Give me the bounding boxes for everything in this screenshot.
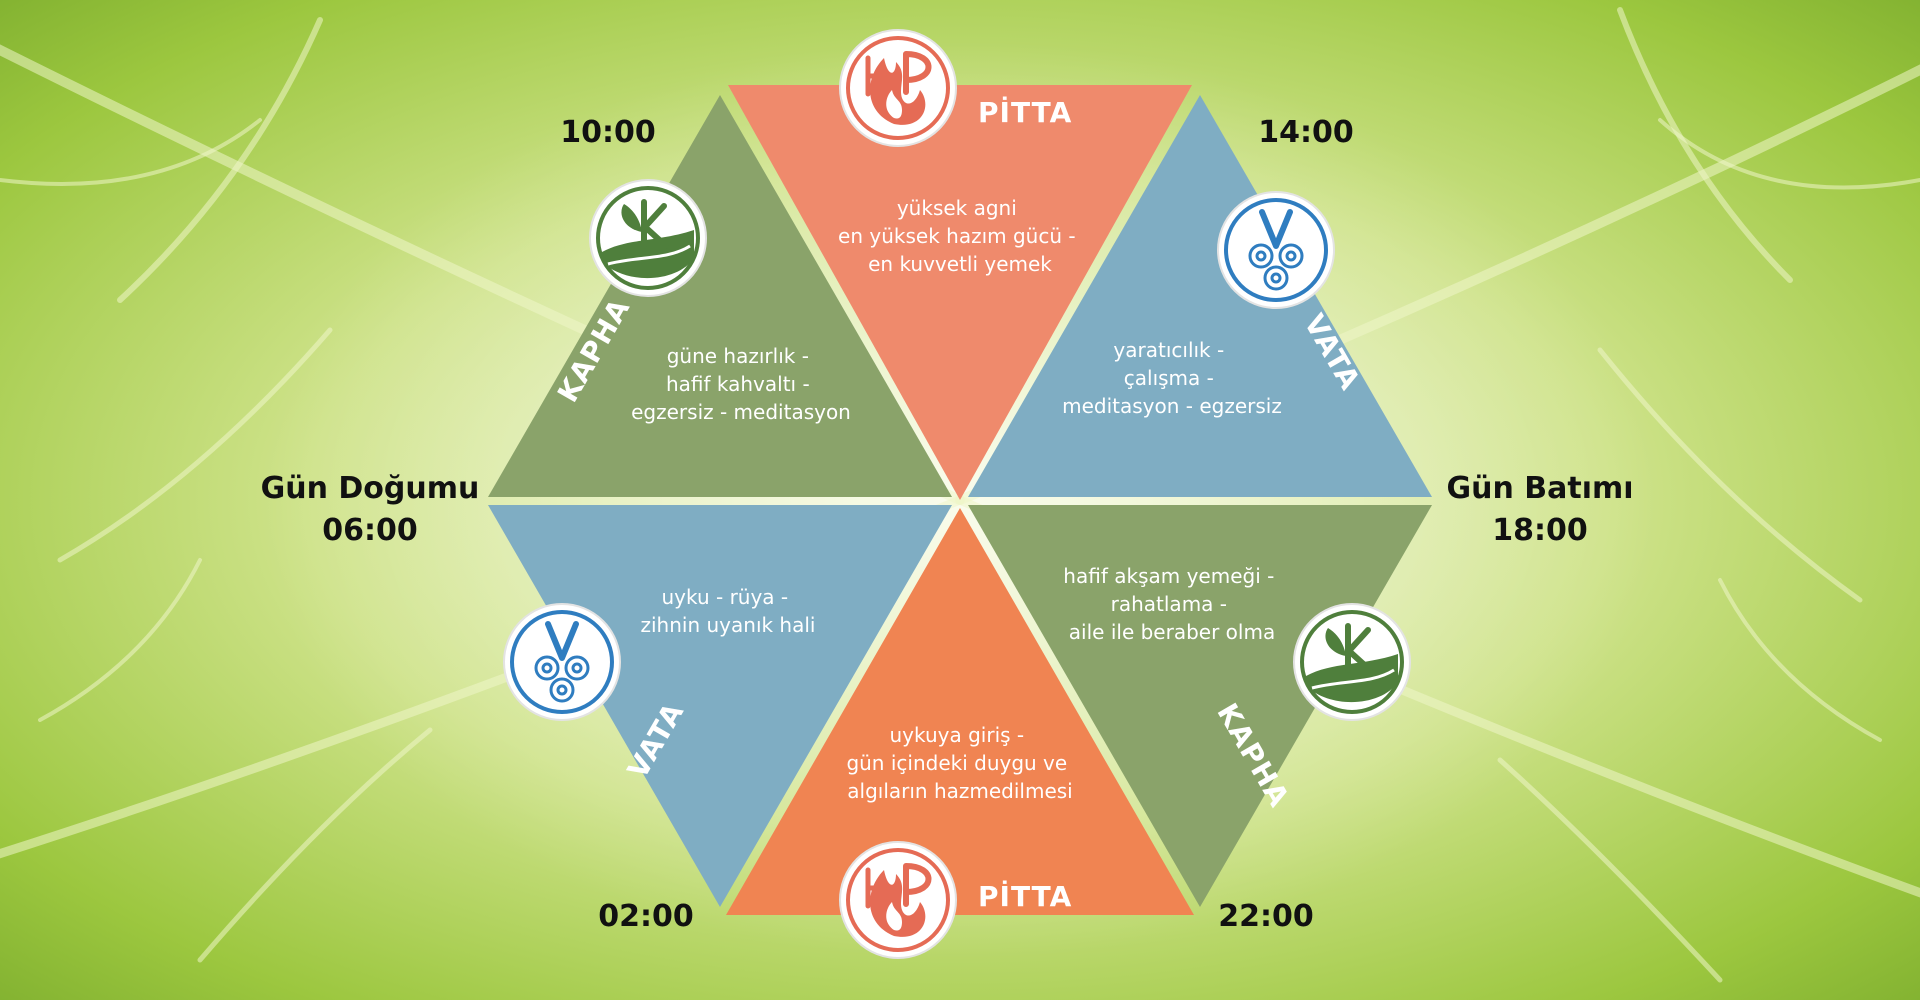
sunrise-label: Gün Doğumu [261, 471, 480, 506]
kapha-lower-right-description: hafif akşam yemeği - rahatlama - aile il… [1063, 564, 1280, 644]
pitta-bottom-description: uykuya giriş - gün içindeki duygu ve alg… [846, 723, 1073, 803]
segment-descriptions: yüksek agni en yüksek hazım gücü - en ku… [631, 196, 1282, 803]
segment-kapha-upper-left [488, 95, 952, 497]
sunset-label: Gün Batımı [1446, 471, 1633, 506]
vata-upper-right-description: yaratıcılık - çalışma - meditasyon - egz… [1062, 338, 1282, 418]
time-label-1000: 10:00 [560, 115, 656, 150]
kapha-icon [1294, 604, 1410, 720]
time-labels: 10:00 14:00 Gün Doğumu 06:00 Gün Batımı … [261, 115, 1634, 934]
segment-pitta-bottom [726, 508, 1194, 915]
hexagon [488, 85, 1432, 915]
time-label-0200: 02:00 [598, 899, 694, 934]
time-label-2200: 22:00 [1218, 899, 1314, 934]
segment-pitta-top [728, 85, 1192, 500]
pitta-icon [840, 30, 956, 146]
segment-kapha-lower-right [968, 505, 1432, 907]
segment-vata-lower-left [488, 505, 952, 907]
vata-lower-left-description: uyku - rüya - zihnin uyanık hali [641, 585, 816, 637]
segment-vata-upper-right [968, 95, 1432, 497]
sunrise-time: 06:00 [322, 513, 418, 548]
sunset-time: 18:00 [1492, 513, 1588, 548]
vata-icon [504, 604, 620, 720]
pitta-top-description: yüksek agni en yüksek hazım gücü - en ku… [838, 196, 1082, 276]
kapha-upper-left-description: güne hazırlık - hafif kahvaltı - egzersi… [631, 344, 851, 424]
kapha-icon [590, 180, 706, 296]
pitta-icon [840, 842, 956, 958]
dosha-label-pitta-bottom: PİTTA [978, 879, 1072, 913]
vata-icon [1218, 192, 1334, 308]
time-label-1400: 14:00 [1258, 115, 1354, 150]
dosha-label-pitta-top: PİTTA [978, 95, 1072, 129]
